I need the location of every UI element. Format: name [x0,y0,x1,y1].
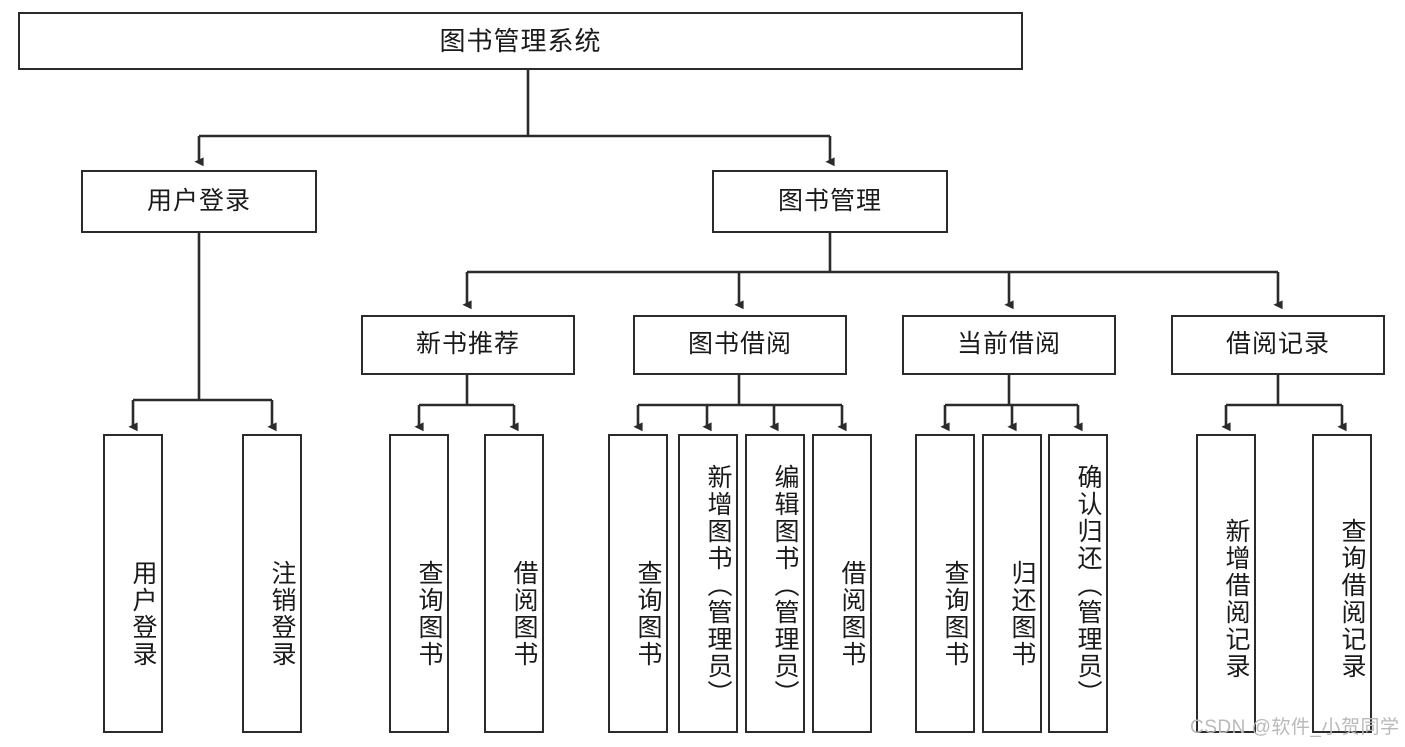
csdn-watermark: CSDN @软件_小贺同学 [1190,717,1400,738]
leaf-query-book-current[interactable]: 查询图书 [915,434,975,733]
node-label: 查询图书 [634,559,662,668]
node-book-manage[interactable]: 图书管理 [712,170,948,233]
node-label: 借阅图书 [510,559,538,668]
node-label: 新增借阅记录 [1222,517,1250,680]
leaf-query-book-new-recommend[interactable]: 查询图书 [389,434,449,733]
node-label: 借阅图书 [838,559,866,668]
leaf-user-login[interactable]: 用户登录 [103,434,163,733]
leaf-return-book[interactable]: 归还图书 [982,434,1042,733]
leaf-confirm-return-admin[interactable]: 确认归还（管理员） [1048,434,1108,733]
node-user-login[interactable]: 用户登录 [81,170,317,233]
node-label: 借阅记录 [1225,330,1330,359]
node-label: 用户登录 [146,186,251,215]
node-label: 确认归还（管理员） [1074,464,1102,707]
node-label: 编辑图书（管理员） [771,464,799,707]
node-label: 图书管理系统 [439,25,602,56]
node-current-borrow[interactable]: 当前借阅 [902,315,1116,375]
node-root-book-management-system[interactable]: 图书管理系统 [18,12,1023,70]
node-label: 查询图书 [941,559,969,668]
node-label: 查询借阅记录 [1338,517,1366,680]
node-label: 新增图书（管理员） [704,464,732,707]
leaf-borrow-book-borrow[interactable]: 借阅图书 [812,434,872,733]
node-label: 用户登录 [129,559,157,668]
node-label: 查询图书 [415,559,443,668]
leaf-borrow-book-new-recommend[interactable]: 借阅图书 [484,434,544,733]
leaf-add-borrow-record[interactable]: 新增借阅记录 [1196,434,1256,733]
leaf-logout-login[interactable]: 注销登录 [242,434,302,733]
node-label: 归还图书 [1008,559,1036,668]
node-label: 图书借阅 [687,330,792,359]
leaf-add-book-admin[interactable]: 新增图书（管理员） [678,434,738,733]
leaf-edit-book-admin[interactable]: 编辑图书（管理员） [745,434,805,733]
node-label: 当前借阅 [956,330,1061,359]
node-label: 新书推荐 [415,330,520,359]
node-book-borrow[interactable]: 图书借阅 [633,315,847,375]
node-label: 注销登录 [268,559,296,668]
leaf-query-book-borrow[interactable]: 查询图书 [608,434,668,733]
leaf-query-borrow-record[interactable]: 查询借阅记录 [1312,434,1372,733]
node-borrow-record[interactable]: 借阅记录 [1171,315,1385,375]
node-label: 图书管理 [777,186,882,215]
node-new-book-recommend[interactable]: 新书推荐 [361,315,575,375]
